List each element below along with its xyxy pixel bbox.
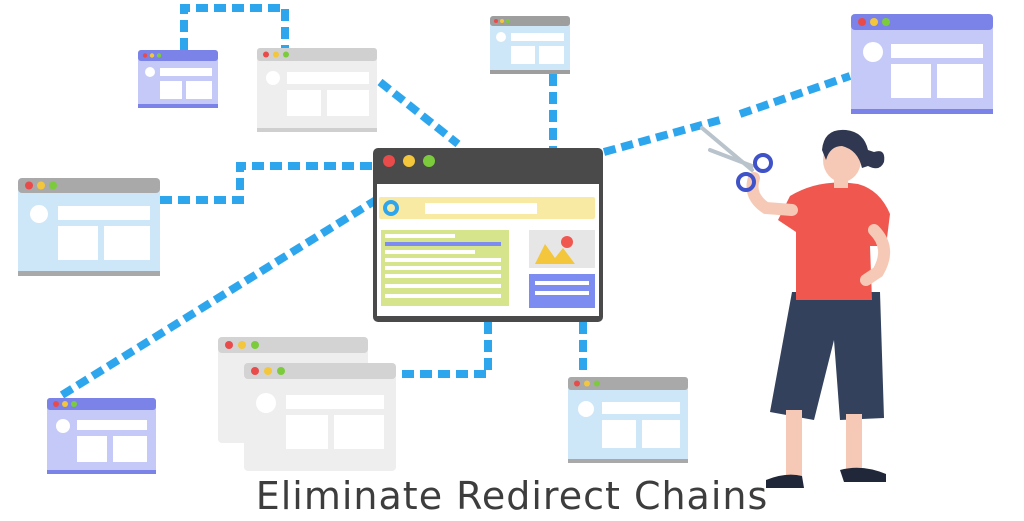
browser-window-icon [851,14,993,114]
browser-window-icon [568,377,688,463]
connector-top-left-loop [180,4,289,50]
caption-title: Eliminate Redirect Chains [255,474,769,518]
connector-main-to-top-right [602,116,722,156]
browser-window-icon [257,48,377,132]
connector-gray-to-main [377,78,461,148]
browser-window-icon [18,178,160,276]
connector-cut-segment [738,72,852,118]
person-illustration [746,129,890,488]
connector-lines [59,4,852,399]
connector-left-to-main [160,162,372,204]
main-browser-window [373,148,603,322]
scissors-icon [700,126,773,192]
browser-window-icon [490,16,570,74]
browser-window-icon [47,398,156,474]
browser-window-icon [244,363,396,471]
browser-window-icon [138,50,218,108]
connector-bottom-left-to-main [59,196,379,399]
connector-main-to-bottom-gray [398,322,492,378]
